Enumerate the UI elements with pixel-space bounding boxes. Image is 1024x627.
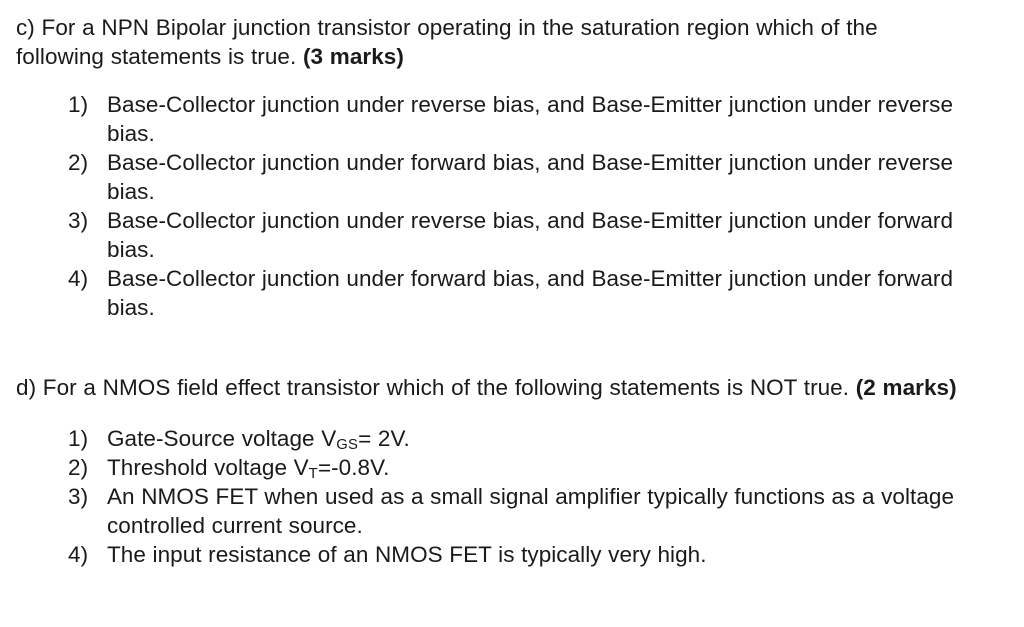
option-d-3-number: 3): [68, 484, 89, 509]
question-d-marks: (2 marks): [855, 375, 957, 400]
option-c-4-number: 4): [68, 266, 89, 291]
option-c-2-number: 2): [68, 150, 89, 175]
question-d-stem-text: d) For a NMOS field effect transistor wh…: [16, 375, 856, 400]
option-d-4-text: The input resistance of an NMOS FET is t…: [107, 542, 707, 567]
option-c-1-number: 1): [68, 92, 89, 117]
option-d-1-text-after-subscript: = 2V.: [358, 426, 410, 451]
option-d-1[interactable]: 1) Gate-Source voltage VGS= 2V.: [16, 424, 966, 453]
option-c-3[interactable]: 3) Base-Collector junction under reverse…: [16, 206, 966, 264]
option-d-3-text: An NMOS FET when used as a small signal …: [107, 484, 955, 538]
option-d-2[interactable]: 2) Threshold voltage VT=-0.8V.: [16, 453, 966, 482]
option-d-4-number: 4): [68, 542, 89, 567]
option-d-2-subscript: T: [308, 466, 318, 483]
option-d-2-number: 2): [68, 455, 89, 480]
option-d-4[interactable]: 4) The input resistance of an NMOS FET i…: [16, 540, 966, 569]
option-d-1-subscript: GS: [336, 437, 359, 454]
option-d-2-text: Threshold voltage VT=-0.8V.: [107, 453, 966, 482]
option-d-2-text-after-subscript: =-0.8V.: [317, 455, 390, 480]
option-c-4[interactable]: 4) Base-Collector junction under forward…: [16, 264, 966, 322]
option-c-2[interactable]: 2) Base-Collector junction under forward…: [16, 148, 966, 206]
option-d-1-text-before-subscript: Gate-Source voltage V: [107, 426, 337, 451]
option-c-4-text: Base-Collector junction under forward bi…: [107, 266, 954, 320]
question-c-marks: (3 marks): [302, 44, 404, 69]
question-d-options: 1) Gate-Source voltage VGS= 2V. 2) Thres…: [16, 424, 966, 569]
option-d-1-number: 1): [68, 426, 89, 451]
option-d-1-text: Gate-Source voltage VGS= 2V.: [107, 424, 966, 453]
option-c-1[interactable]: 1) Base-Collector junction under reverse…: [16, 90, 966, 148]
option-c-2-text: Base-Collector junction under forward bi…: [107, 150, 954, 204]
option-d-3[interactable]: 3) An NMOS FET when used as a small sign…: [16, 482, 966, 540]
option-d-2-text-before-subscript: Threshold voltage V: [107, 455, 309, 480]
option-c-1-text: Base-Collector junction under reverse bi…: [107, 92, 954, 146]
question-d-stem: d) For a NMOS field effect transistor wh…: [16, 373, 966, 402]
question-c-stem: c) For a NPN Bipolar junction transistor…: [16, 13, 966, 71]
question-d-block: d) For a NMOS field effect transistor wh…: [16, 373, 966, 569]
question-c-options: 1) Base-Collector junction under reverse…: [16, 90, 966, 322]
option-c-3-text: Base-Collector junction under reverse bi…: [107, 208, 954, 262]
question-c-stem-text: c) For a NPN Bipolar junction transistor…: [16, 15, 878, 69]
question-c-block: c) For a NPN Bipolar junction transistor…: [16, 13, 966, 322]
option-c-3-number: 3): [68, 208, 89, 233]
